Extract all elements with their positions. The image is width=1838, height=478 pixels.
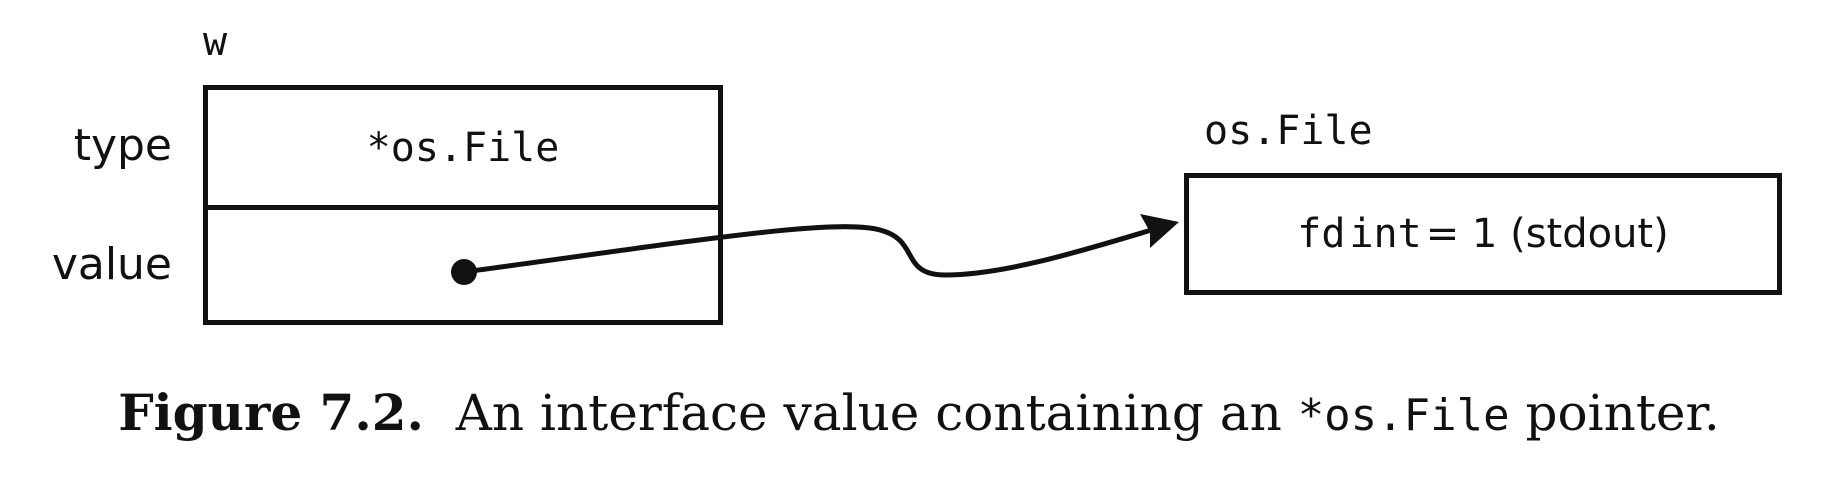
interface-value-box: *os.File [203,85,723,325]
caption-text-after: pointer. [1525,384,1720,442]
interface-dynamic-type: *os.File [366,124,560,171]
struct-field-type: int [1349,211,1422,257]
struct-type-label: os.File [1204,108,1373,154]
row-label-type: type [73,120,172,171]
variable-name-label: w [203,19,228,65]
row-label-value: value [51,239,172,290]
pointer-arrowhead [1140,214,1179,248]
caption-text-before: An interface value containing an [455,384,1282,442]
struct-field: fd int = 1 (stdout) [1297,211,1668,257]
caption-code: *os.File [1297,390,1510,441]
interface-value-cell [208,210,718,320]
caption-label: Figure 7.2. [118,383,424,442]
interface-type-cell: *os.File [208,90,718,210]
struct-field-name: fd [1297,211,1346,257]
figure-caption: Figure 7.2. An interface value containin… [0,388,1838,441]
struct-field-value: = 1 (stdout) [1425,211,1669,257]
struct-box: fd int = 1 (stdout) [1184,173,1782,295]
